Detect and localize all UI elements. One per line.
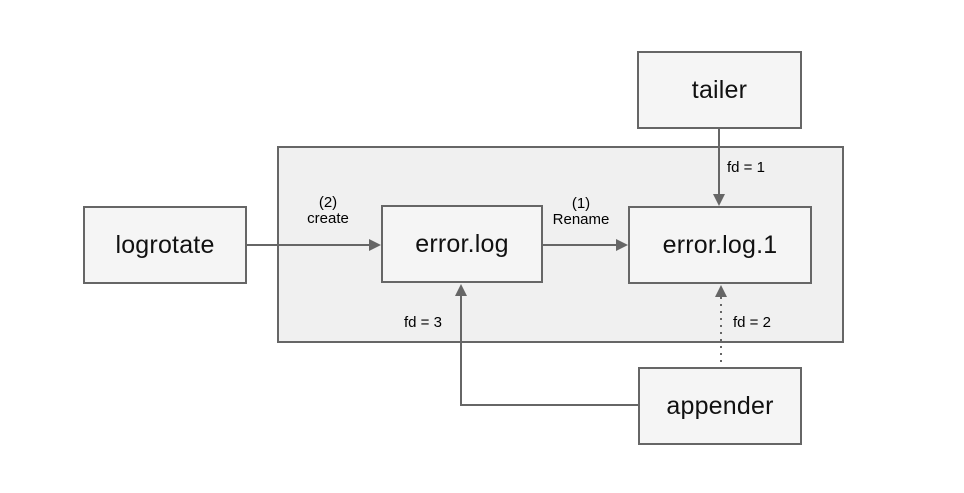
edge-logrotate-to-errorlog	[247, 244, 370, 246]
arrowhead-up-icon	[455, 284, 467, 296]
node-logrotate-label: logrotate	[115, 230, 215, 259]
edge-label-fd2: fd = 2	[733, 314, 771, 331]
edge-appender-to-errorlog-horizontal	[460, 404, 638, 406]
edge-label-fd1: fd = 1	[727, 159, 765, 176]
edge-label-create: (2) create	[297, 195, 359, 227]
node-error-log-label: error.log	[415, 229, 509, 258]
arrowhead-down-icon	[713, 194, 725, 206]
edge-label-rename: (1) Rename	[549, 196, 613, 228]
edge-label-rename-action: Rename	[552, 211, 610, 228]
edge-label-rename-step: (1)	[571, 195, 591, 212]
edge-tailer-to-errorlog1	[718, 129, 720, 195]
edge-errorlog-to-errorlog1	[543, 244, 617, 246]
edge-appender-to-errorlog1-dotted	[720, 297, 722, 367]
edge-appender-to-errorlog-vertical	[460, 296, 462, 406]
node-tailer: tailer	[637, 51, 802, 129]
node-appender: appender	[638, 367, 802, 445]
node-tailer-label: tailer	[691, 75, 748, 104]
arrowhead-right-icon	[616, 239, 628, 251]
edge-label-create-action: create	[307, 210, 349, 227]
edge-label-create-step: (2)	[318, 194, 338, 211]
arrowhead-up-icon	[715, 285, 727, 297]
node-error-log: error.log	[381, 205, 543, 283]
arrowhead-right-icon	[369, 239, 381, 251]
edge-label-fd3: fd = 3	[404, 314, 442, 331]
node-error-log-1: error.log.1	[628, 206, 812, 284]
node-error-log-1-label: error.log.1	[662, 230, 778, 259]
node-logrotate: logrotate	[83, 206, 247, 284]
node-appender-label: appender	[666, 391, 774, 420]
